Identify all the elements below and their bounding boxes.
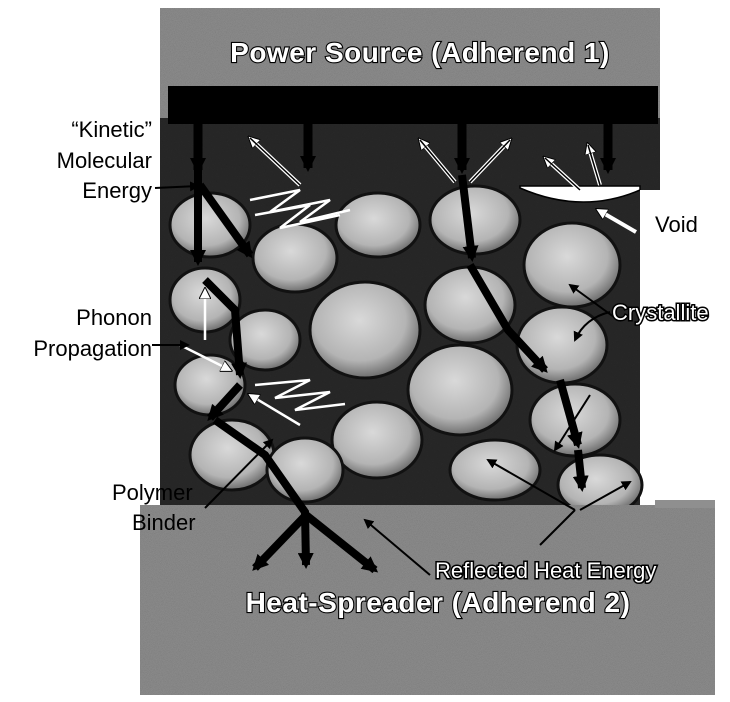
particle bbox=[430, 186, 520, 254]
kinetic-label-line2: Molecular bbox=[57, 148, 152, 173]
heat-spreader-label: Heat-Spreader (Adherend 2) bbox=[246, 587, 631, 618]
particle bbox=[253, 224, 337, 292]
particle bbox=[408, 345, 512, 435]
void-notch bbox=[640, 190, 730, 510]
particle bbox=[332, 402, 422, 478]
particle bbox=[524, 223, 620, 307]
heat-source-bar bbox=[168, 86, 658, 124]
particle bbox=[310, 282, 420, 378]
kinetic-label-line3: Energy bbox=[82, 178, 152, 203]
particle bbox=[425, 267, 515, 343]
crystallite-label: Crystallite bbox=[612, 300, 709, 325]
heat-spreader-adherend: Heat-Spreader (Adherend 2) bbox=[140, 500, 715, 695]
phonon-label-line2: Propagation bbox=[33, 336, 152, 361]
void-label: Void bbox=[655, 212, 698, 237]
particle bbox=[175, 355, 245, 415]
polymer-label-line2: Binder bbox=[132, 510, 196, 535]
kinetic-label-line1: “Kinetic” bbox=[71, 117, 152, 142]
reflected-heat-label: Reflected Heat Energy bbox=[435, 558, 656, 583]
power-source-label: Power Source (Adherend 1) bbox=[230, 37, 610, 68]
particle bbox=[450, 440, 540, 500]
polymer-label-line1: Polymer bbox=[112, 480, 193, 505]
particle bbox=[336, 193, 420, 257]
phonon-label-line1: Phonon bbox=[76, 305, 152, 330]
